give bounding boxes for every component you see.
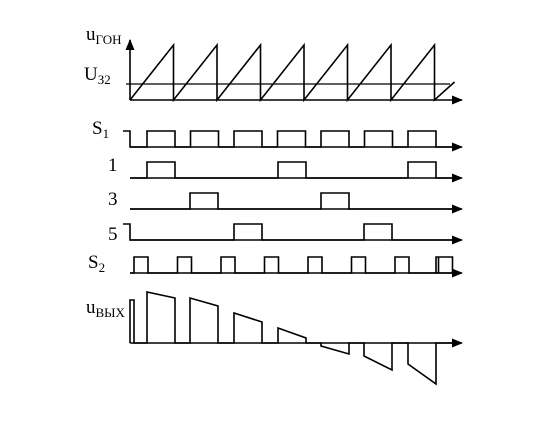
u-gon-sawtooth-wave [129,42,456,103]
channel-3-pulse-wave [130,192,455,210]
s1-pulse-wave [123,130,455,148]
channel-1-label: 1 [108,155,118,176]
u-gon-label: uГОН [86,24,121,47]
u-out-wave [129,291,455,386]
s2-label: S2 [88,252,105,275]
u-out-label: uВЫХ [86,297,126,320]
s2-pulse-wave [130,256,454,274]
channel-5-label: 5 [108,224,118,245]
channel-3-label: 3 [108,189,118,210]
u-z2-label: UЗ2 [84,64,111,87]
s1-label: S1 [92,118,109,141]
channel-5-pulse-wave [123,223,455,241]
channel-1-pulse-wave [130,161,455,179]
